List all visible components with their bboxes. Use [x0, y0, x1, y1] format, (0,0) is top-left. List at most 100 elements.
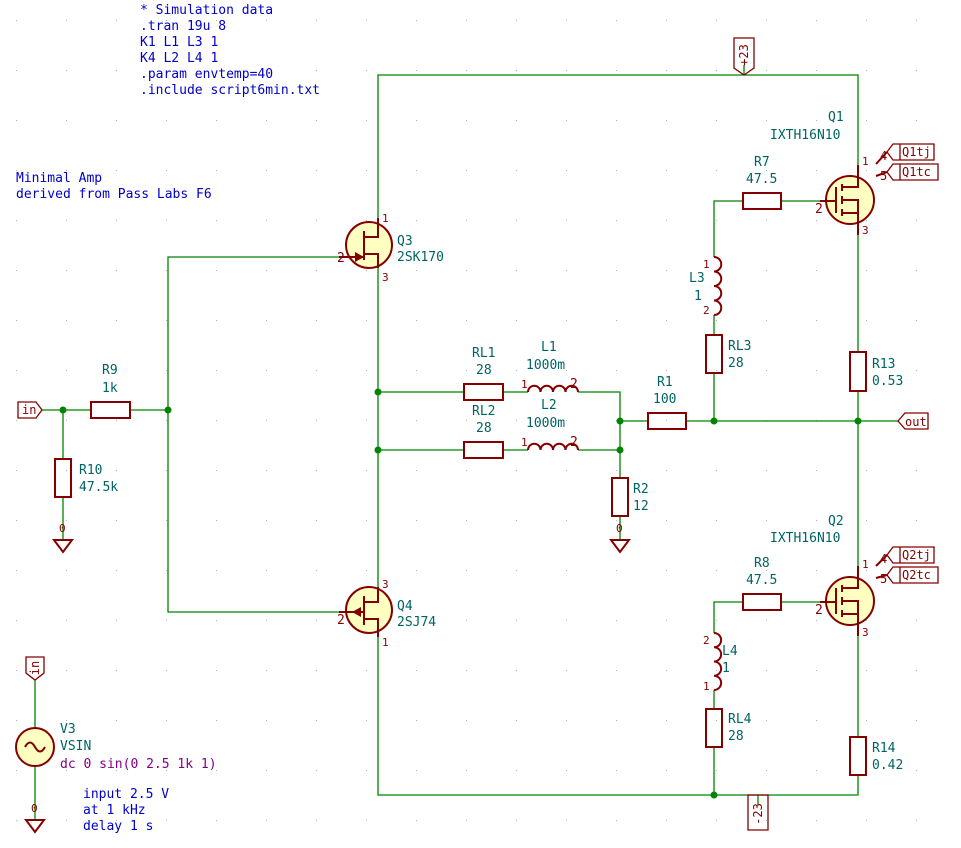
q1-ref: Q1 [828, 110, 844, 125]
net-label-in: in [22, 403, 36, 417]
pin-number: 1 [521, 436, 528, 449]
note-line: K1 L1 L3 1 [140, 35, 218, 50]
pin-number: 4 [880, 149, 887, 163]
grid-dot [616, 570, 617, 571]
grid-dot [916, 220, 917, 221]
grid-dot [866, 70, 867, 71]
pin-number: 0 [31, 802, 38, 815]
grid-dot [16, 470, 17, 471]
grid-dot [316, 70, 317, 71]
grid-dot [916, 320, 917, 321]
r9-value: 1k [102, 381, 118, 396]
pin-number: 2 [703, 634, 710, 647]
grid-dot [616, 770, 617, 771]
grid-dot [116, 20, 117, 21]
grid-dot [116, 470, 117, 471]
grid-dot [816, 820, 817, 821]
grid-dot [866, 270, 867, 271]
pin-number: 1 [382, 212, 389, 225]
pin-number: 2 [815, 603, 823, 618]
grid-dot [616, 170, 617, 171]
grid-dot [166, 770, 167, 771]
grid-dot [16, 270, 17, 271]
pin-number: 3 [382, 578, 389, 591]
rl2-value: 28 [476, 421, 492, 436]
q4-value: 2SJ74 [397, 615, 436, 630]
mosfet-q1-symbol [820, 165, 875, 235]
grid-dot [616, 320, 617, 321]
grid-dot [316, 770, 317, 771]
grid-dot [266, 620, 267, 621]
pin-number: 2 [570, 435, 578, 450]
grid-dot [666, 570, 667, 571]
grid-dot [316, 320, 317, 321]
r8-value: 47.5 [746, 573, 777, 588]
grid-dot [866, 620, 867, 621]
grid-dot [766, 170, 767, 171]
grid-dot [466, 520, 467, 521]
grid-dot [166, 320, 167, 321]
grid-dot [16, 520, 17, 521]
grid-dot [566, 620, 567, 621]
grid-dot [416, 570, 417, 571]
grid-dot [266, 320, 267, 321]
grid-dot [716, 120, 717, 121]
grid-dot [166, 270, 167, 271]
title-line: derived from Pass Labs F6 [16, 187, 212, 202]
grid-dot [716, 470, 717, 471]
ground-symbols [24, 539, 631, 834]
grid-dot [766, 470, 767, 471]
grid-dot [416, 520, 417, 521]
grid-dot [466, 470, 467, 471]
grid-dot [66, 170, 67, 171]
grid-dot [466, 270, 467, 271]
grid-dot [166, 470, 167, 471]
grid-dot [666, 120, 667, 121]
grid-dot [366, 120, 367, 121]
grid-dot [166, 70, 167, 71]
grid-dot [716, 220, 717, 221]
grid-dot [566, 70, 567, 71]
grid-dot [416, 120, 417, 121]
grid-dot [916, 20, 917, 21]
grid-dot [316, 520, 317, 521]
grid-dot [416, 270, 417, 271]
grid-dot [616, 270, 617, 271]
grid-dot [616, 20, 617, 21]
grid-dot [166, 520, 167, 521]
grid-dot [66, 620, 67, 621]
grid-dot [316, 420, 317, 421]
grid-dot [316, 570, 317, 571]
grid-dot [216, 820, 217, 821]
grid-dot [216, 720, 217, 721]
grid-dot [716, 170, 717, 171]
net-label-q1tc: Q1tc [902, 165, 931, 179]
grid-dot [716, 520, 717, 521]
grid-dot [916, 120, 917, 121]
grid-dot [616, 520, 617, 521]
grid-dot [266, 670, 267, 671]
jfet-q4-symbol [339, 586, 393, 637]
grid-dot [866, 320, 867, 321]
grid-dot [366, 520, 367, 521]
pin-number: 3 [382, 271, 389, 284]
grid-dot [116, 320, 117, 321]
q1-value: IXTH16N10 [770, 128, 840, 143]
grid-dot [466, 320, 467, 321]
grid-dot [716, 670, 717, 671]
grid-dot [516, 420, 517, 421]
grid-dot [816, 470, 817, 471]
r1-value: 100 [653, 392, 676, 407]
grid-dot [316, 620, 317, 621]
grid-dot [366, 470, 367, 471]
note-line: K4 L2 L4 1 [140, 51, 218, 66]
grid-dot [566, 320, 567, 321]
grid-dot [516, 320, 517, 321]
pin-numbers: 1 3 2 3 1 2 1 3 2 1 3 2 4 5 4 5 1 2 1 2 … [31, 149, 887, 815]
grid-dot [66, 120, 67, 121]
grid-dot [566, 420, 567, 421]
grid-dot [16, 620, 17, 621]
grid-dot [16, 370, 17, 371]
grid-dot [16, 720, 17, 721]
pin-number: 2 [570, 377, 578, 392]
